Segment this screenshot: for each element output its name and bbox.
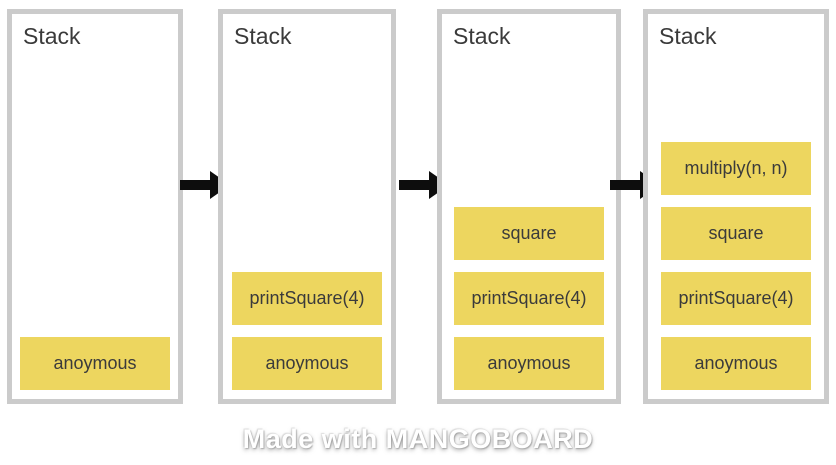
stack-frames: multiply(n, n) square printSquare(4) ano… [648, 142, 824, 399]
panel-title: Stack [659, 23, 717, 49]
stack-panel-4: Stack multiply(n, n) square printSquare(… [643, 9, 829, 404]
stack-frame: square [661, 207, 811, 260]
panel-title: Stack [23, 23, 81, 49]
stack-frame: anoymous [661, 337, 811, 390]
stack-frame: anoymous [454, 337, 604, 390]
stack-frame: printSquare(4) [454, 272, 604, 325]
stack-panel-1: Stack anoymous [7, 9, 183, 404]
panel-title: Stack [453, 23, 511, 49]
stack-frame: anoymous [232, 337, 382, 390]
panel-title: Stack [234, 23, 292, 49]
watermark-text: Made with MANGOBOARD [242, 424, 594, 454]
stack-panel-3: Stack square printSquare(4) anoymous [437, 9, 621, 404]
stack-frame: printSquare(4) [232, 272, 382, 325]
stack-frame: square [454, 207, 604, 260]
stack-frames: printSquare(4) anoymous [223, 272, 391, 399]
arrow-shaft [610, 180, 642, 190]
stack-frame: printSquare(4) [661, 272, 811, 325]
stack-frame: multiply(n, n) [661, 142, 811, 195]
stack-panel-2: Stack printSquare(4) anoymous [218, 9, 396, 404]
stack-frames: square printSquare(4) anoymous [442, 207, 616, 399]
stack-frames: anoymous [12, 337, 178, 399]
arrow-shaft [399, 180, 431, 190]
arrow-shaft [180, 180, 212, 190]
stack-frame: anoymous [20, 337, 170, 390]
